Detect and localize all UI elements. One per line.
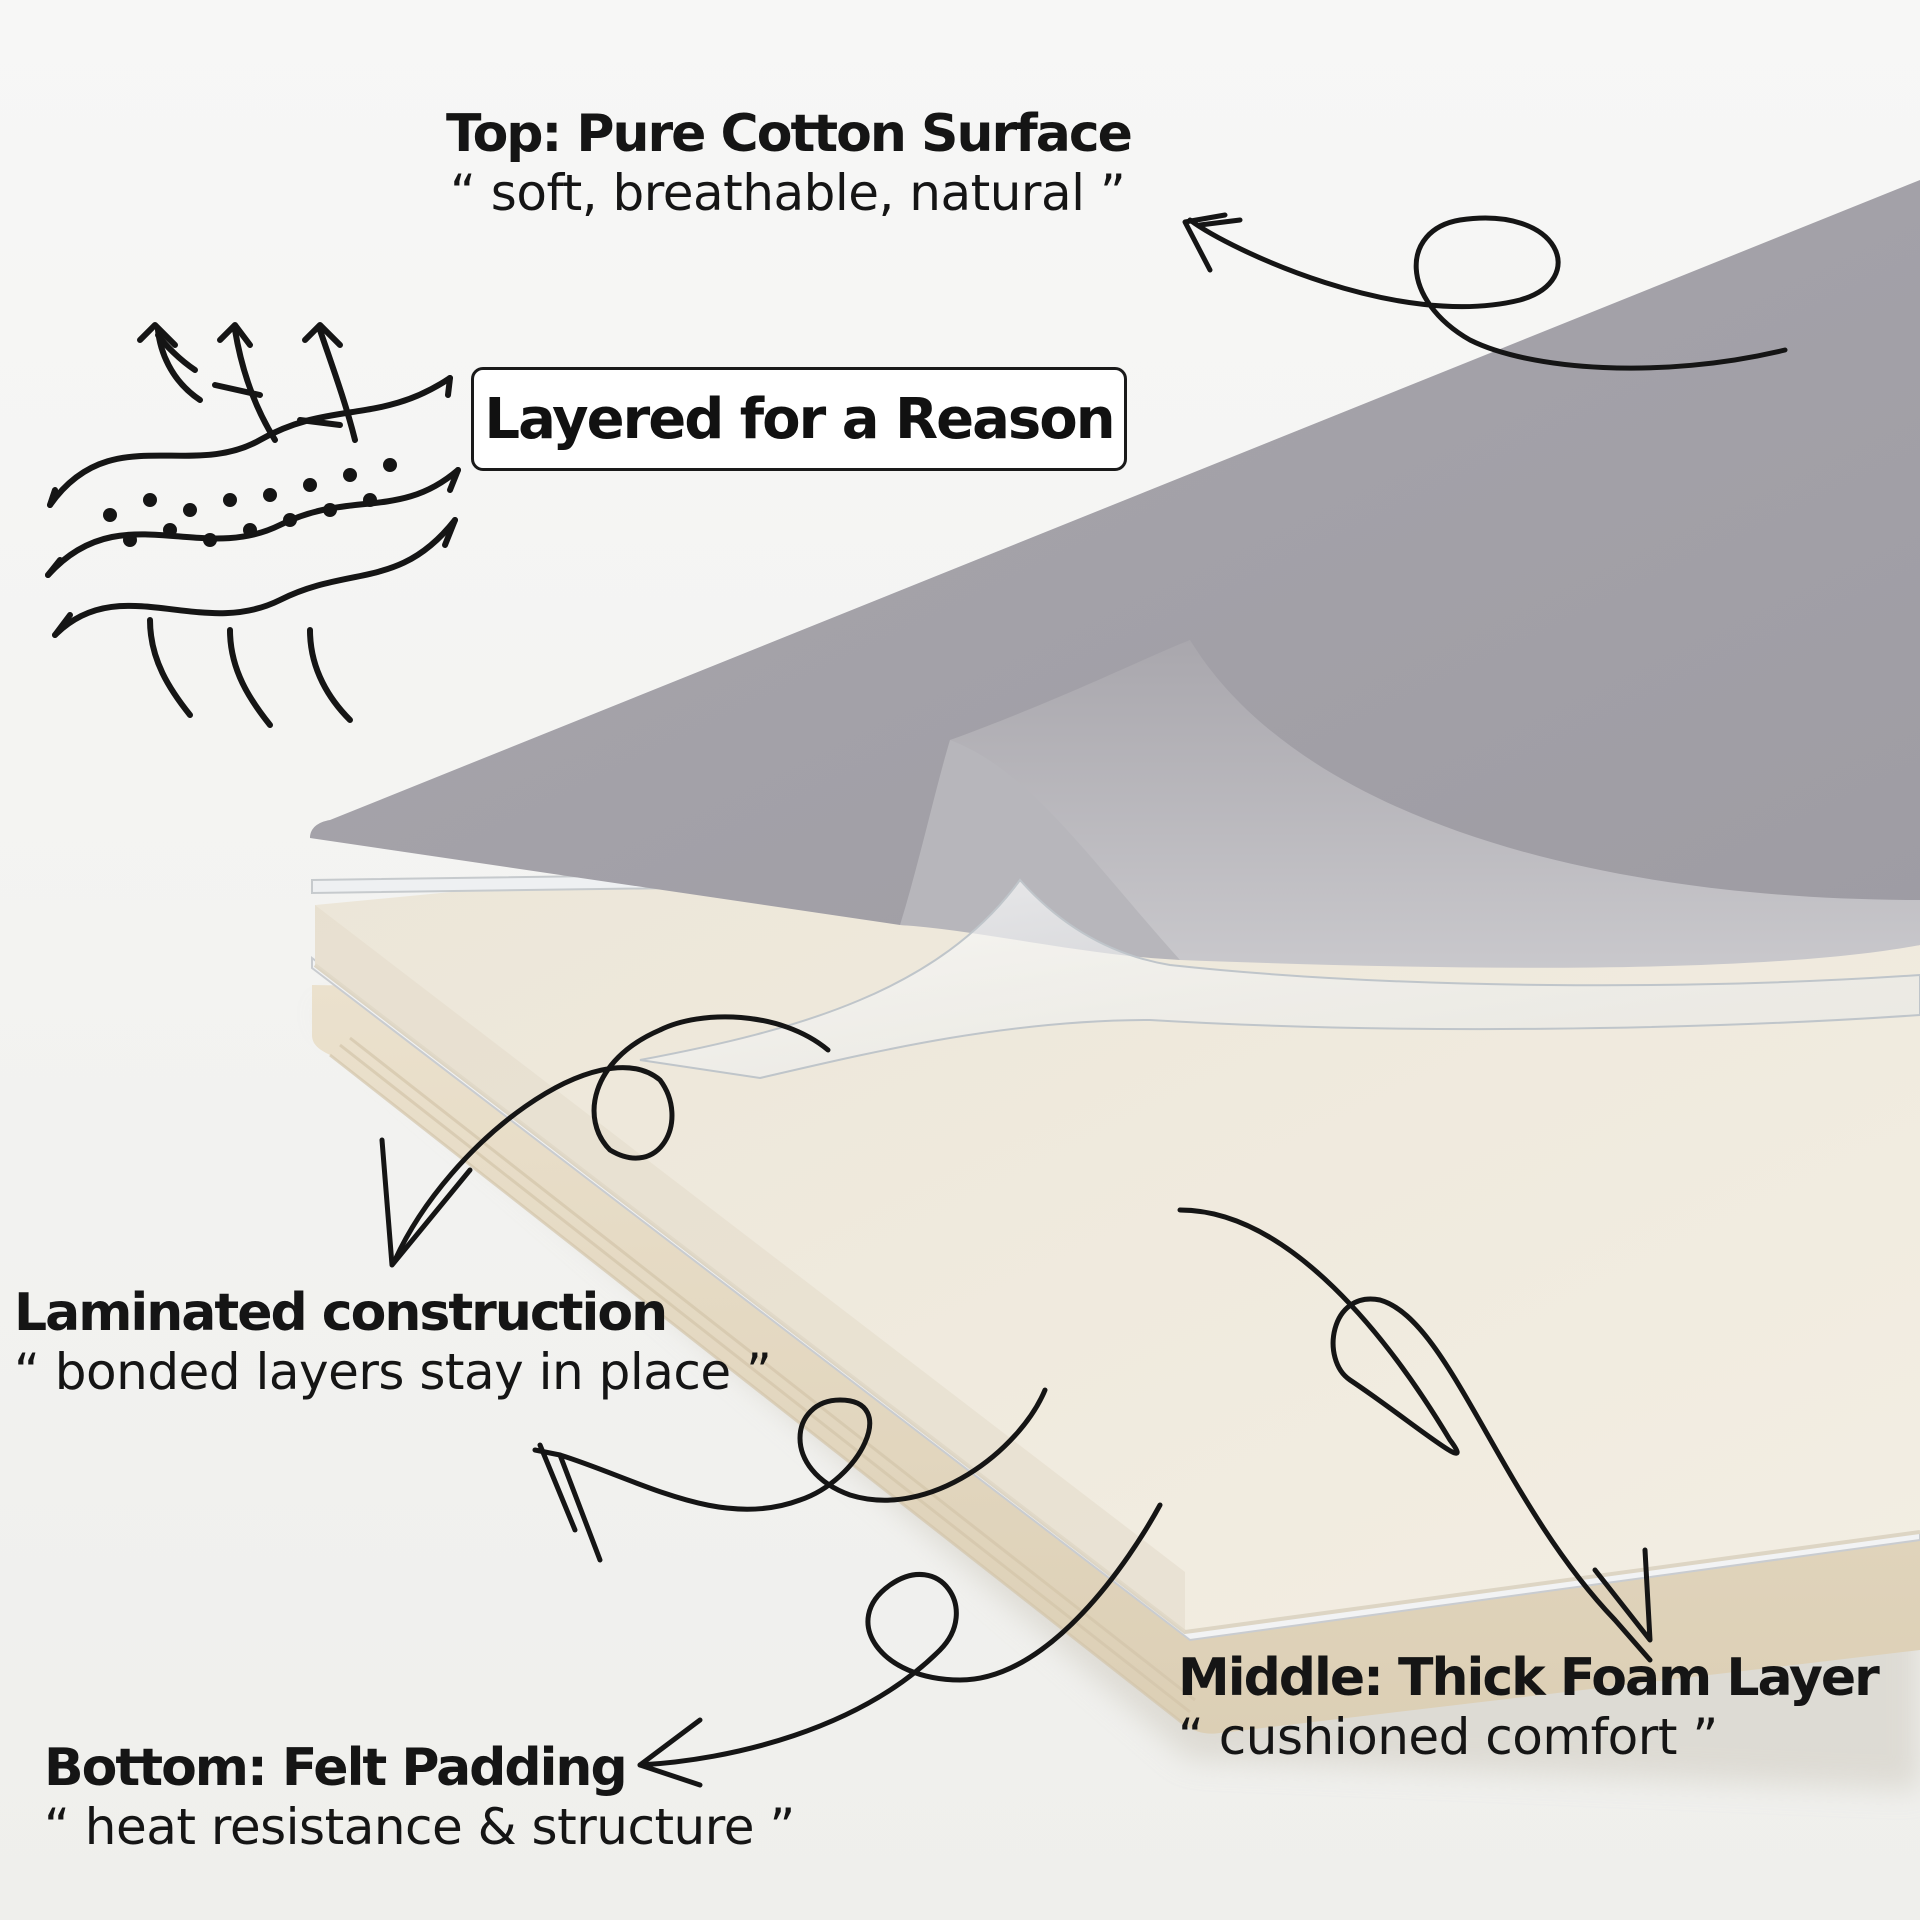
foam-layer [315, 830, 1920, 1632]
loop-arrow-icon [379, 212, 1788, 1788]
bottom-layer-title: Bottom: Felt Padding [44, 1738, 628, 1798]
laminate-film-lower [311, 955, 1920, 1642]
middle-layer-title: Middle: Thick Foam Layer [1178, 1648, 1880, 1708]
arrow-middle [1177, 1207, 1653, 1663]
breathable-dots [103, 458, 397, 547]
breathable-layers-icon [45, 322, 461, 728]
laminated-quote: “ bonded layers stay in place ” [14, 1343, 772, 1401]
laminated-label: Laminated construction “ bonded layers s… [14, 1283, 772, 1401]
arrow-bottom [637, 1502, 1163, 1768]
arrow-laminated [392, 1014, 831, 1263]
top-layer-title: Top: Pure Cotton Surface [446, 104, 1133, 164]
bottom-layer-label: Bottom: Felt Padding “ heat resistance &… [44, 1738, 795, 1856]
foam-side-highlight [315, 905, 1185, 1632]
cotton-peeled-corner [950, 640, 1920, 968]
laminate-film-curl [639, 878, 1920, 1080]
bottom-layer-quote: “ heat resistance & structure ” [44, 1798, 795, 1856]
top-layer-label: Top: Pure Cotton Surface “ soft, breatha… [446, 104, 1133, 222]
laminated-title: Laminated construction [14, 1283, 668, 1343]
arrow-bottom-left [557, 1387, 1048, 1512]
middle-layer-label: Middle: Thick Foam Layer “ cushioned com… [1178, 1648, 1880, 1766]
headline-badge: Layered for a Reason [471, 367, 1127, 471]
felt-edge-texture [329, 1036, 1196, 1727]
middle-layer-quote: “ cushioned comfort ” [1178, 1708, 1718, 1766]
top-layer-quote: “ soft, breathable, natural ” [450, 164, 1126, 222]
cotton-curl-underside [900, 740, 1180, 960]
cotton-top-layer [310, 180, 1920, 958]
arrow-top [1187, 215, 1788, 371]
